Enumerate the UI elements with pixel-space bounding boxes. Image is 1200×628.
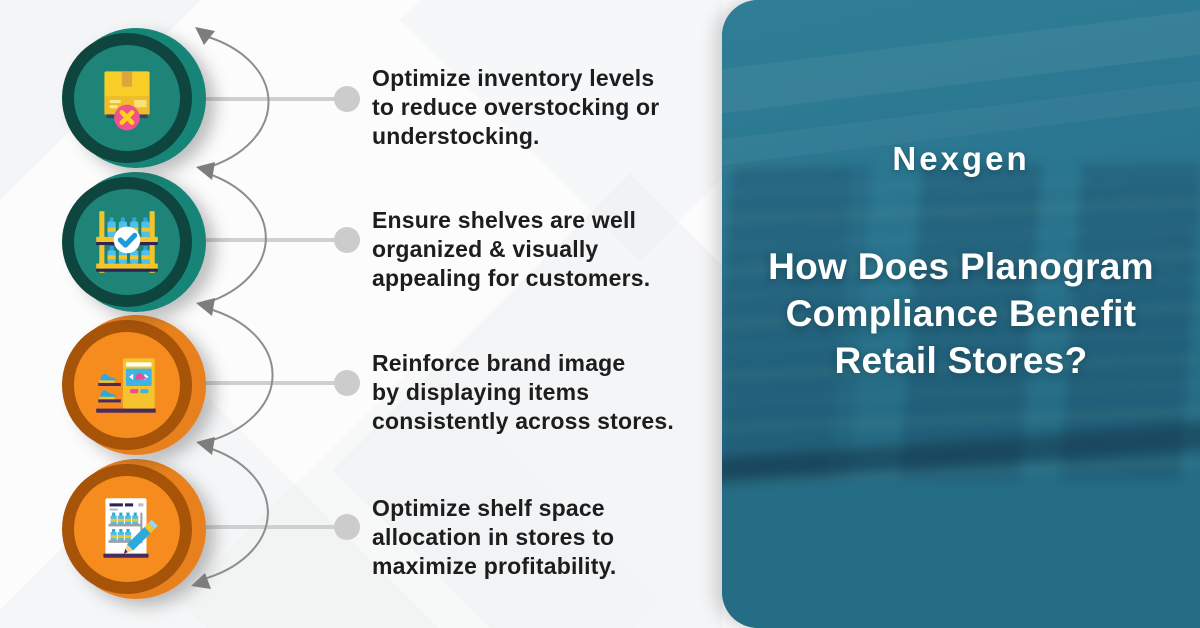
right-panel: Nexgen How Does Planogram Compliance Ben… [722, 0, 1200, 628]
benefit-item-inventory: Optimize inventory levels to reduce over… [372, 64, 659, 151]
panel-background [722, 0, 1200, 628]
organized-shelf-check-icon [96, 211, 158, 273]
title-line: Compliance Benefit [785, 293, 1137, 334]
leader-dot [334, 86, 360, 112]
title-line: Retail Stores? [834, 340, 1088, 381]
badge-inner [74, 45, 180, 151]
badge-ring [62, 464, 192, 594]
badge-inner [74, 189, 180, 295]
benefit-text-line: consistently across stores. [372, 408, 674, 434]
shelf-stripes [722, 165, 1200, 480]
benefit-item-brand: Reinforce brand image by displaying item… [372, 349, 674, 436]
step-badge-brand [54, 312, 206, 458]
benefit-text-line: appealing for customers. [372, 265, 651, 291]
benefit-text-line: Optimize shelf space [372, 495, 605, 521]
brand-name: Nexgen [892, 140, 1030, 177]
benefit-text-line: Reinforce brand image [372, 350, 626, 376]
benefit-text-line: allocation in stores to [372, 524, 615, 550]
title-line: How Does Planogram [768, 246, 1154, 287]
leader-dot [334, 227, 360, 253]
page-title: How Does Planogram Compliance Benefit Re… [722, 243, 1200, 384]
benefit-item-shelf-space: Optimize shelf space allocation in store… [372, 494, 616, 581]
step-badge-shelf-space [54, 456, 206, 602]
planogram-document-pencil-icon [103, 498, 158, 558]
inventory-box-x-icon [104, 71, 150, 131]
benefit-text-line: Optimize inventory levels [372, 65, 655, 91]
benefit-text-line: to reduce overstocking or [372, 94, 660, 120]
badge-inner [74, 476, 180, 582]
benefit-text-line: Ensure shelves are well [372, 207, 637, 233]
badge-ring [62, 177, 192, 307]
step-badge-inventory [54, 25, 206, 171]
badge-ring [62, 320, 192, 450]
benefit-item-shelves: Ensure shelves are well organized & visu… [372, 206, 650, 293]
shelf-gondolas [722, 165, 1200, 480]
left-section: Optimize inventory levels to reduce over… [54, 25, 674, 602]
badge-ring [62, 33, 192, 163]
leader-dot [334, 370, 360, 396]
badge-inner [74, 332, 180, 438]
benefit-text-line: organized & visually [372, 236, 599, 262]
step-badge-shelves [54, 169, 206, 315]
brand-display-kiosk-icon [96, 358, 156, 413]
store-shelves-backdrop [722, 165, 1200, 480]
benefit-text-line: understocking. [372, 123, 540, 149]
benefit-text-line: maximize profitability. [372, 553, 617, 579]
benefit-text-line: by displaying items [372, 379, 590, 405]
